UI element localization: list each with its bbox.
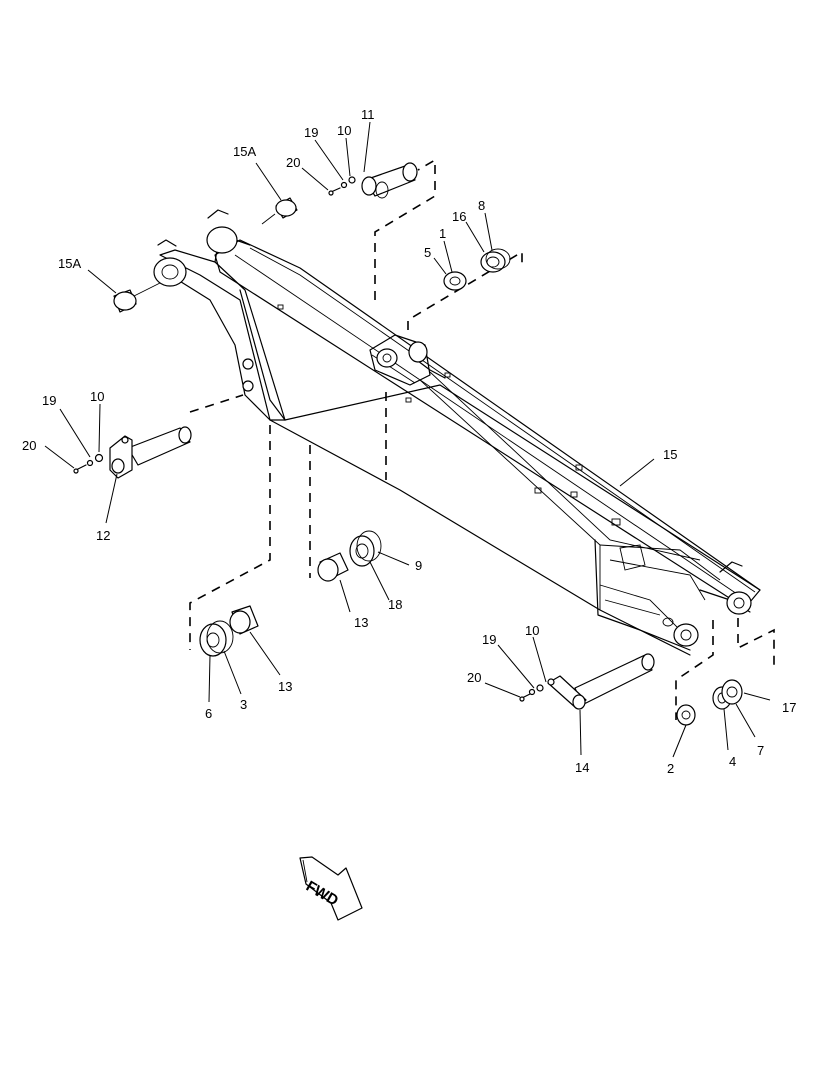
callout-9: 9 [415,558,422,573]
bushings-lower-left [199,605,259,657]
callout-5: 5 [424,245,431,260]
callout-1: 1 [439,226,446,241]
shim-stack-top-right [443,248,511,291]
callout-10-left: 10 [90,389,104,404]
leader-lines [44,121,771,758]
callout-11: 11 [361,107,375,122]
callout-2: 2 [667,761,674,776]
callout-7: 7 [757,743,764,758]
callout-19-right: 19 [482,632,496,647]
callout-8: 8 [478,198,485,213]
callout-10-top: 10 [337,123,351,138]
callout-17: 17 [782,700,796,715]
callout-6: 6 [205,706,212,721]
stick-body [157,209,761,656]
pin-left [73,426,192,479]
callout-19-top: 19 [304,125,318,140]
callout-15a-left: 15A [58,256,81,271]
bushing-15a-left [113,289,137,313]
fwd-direction-arrow: FWD [299,856,363,921]
callout-labels: 15A 19 10 11 20 15A 1 5 16 8 15 19 10 20… [22,107,796,776]
callout-13-middle: 13 [354,615,368,630]
callout-10-right: 10 [525,623,539,638]
callout-18: 18 [388,597,402,612]
callout-15a-top: 15A [233,144,256,159]
pin-assembly-top [328,162,418,199]
callout-15: 15 [663,447,677,462]
callout-4: 4 [729,754,736,769]
callout-3: 3 [240,697,247,712]
callout-13-left: 13 [278,679,292,694]
pin-lower-right [519,653,655,710]
callout-16: 16 [452,209,466,224]
callout-20-left: 20 [22,438,36,453]
callout-20-top: 20 [286,155,300,170]
assembly-lines [129,158,775,720]
callout-12: 12 [96,528,110,543]
callout-14: 14 [575,760,589,775]
bore-holes [153,226,752,647]
bushings-lower-middle [317,530,382,582]
shims-lower-right [676,679,743,726]
bushing-15a-top [275,197,298,219]
callout-19-left: 19 [42,393,56,408]
callout-20-right: 20 [467,670,481,685]
